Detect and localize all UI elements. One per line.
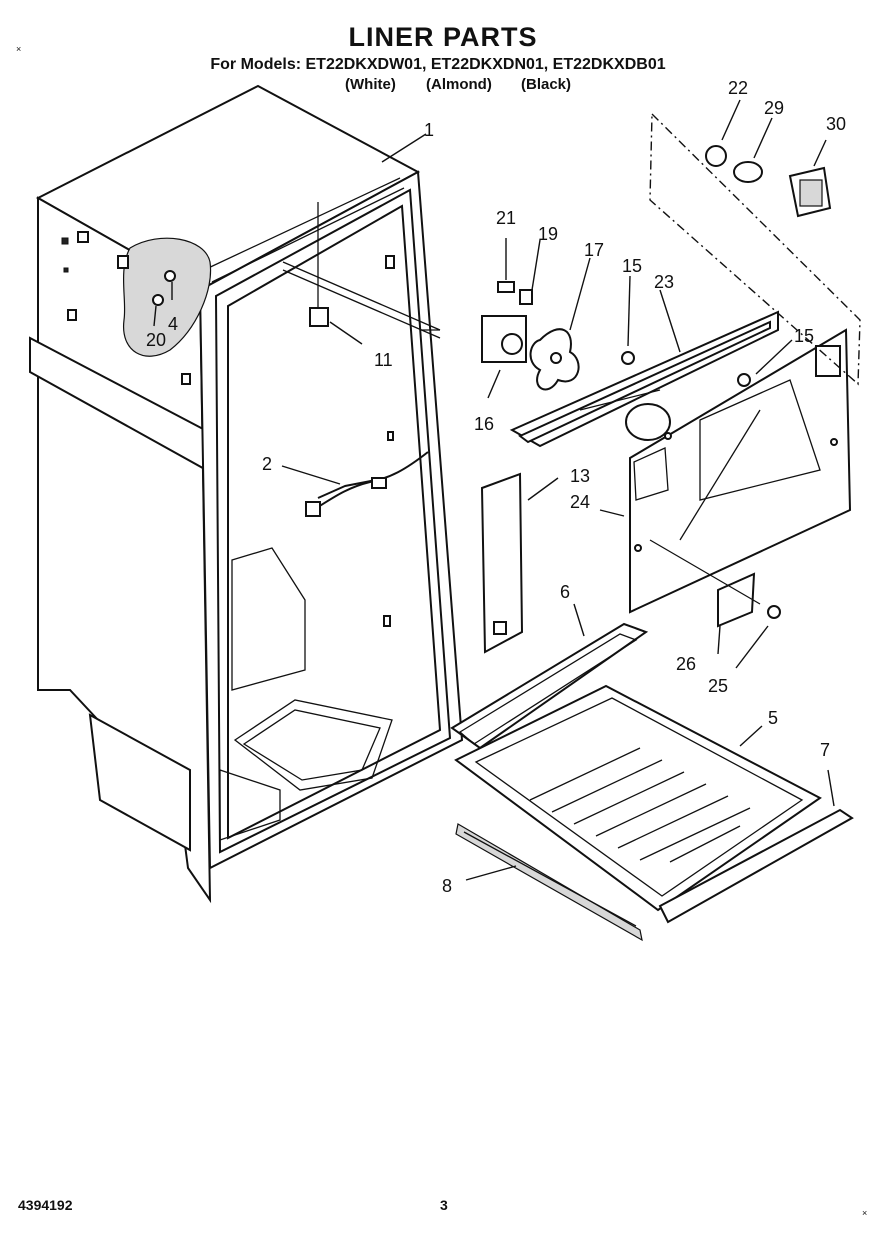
callout-19: 19 [538,224,558,244]
callout-22: 22 [728,78,748,98]
callout-30: 30 [826,114,846,134]
callout-15-top: 15 [622,256,642,276]
document-number: 4394192 [18,1197,73,1213]
callout-1: 1 [424,120,434,140]
part-20-4-small-parts [152,270,176,306]
callout-7: 7 [820,740,830,760]
part-11-clip [309,202,329,327]
callout-25: 25 [708,676,728,696]
part-6-crisper-frame [450,622,649,750]
callout-26: 26 [676,654,696,674]
callout-20: 20 [146,330,166,350]
part-5-crisper-pan [454,684,822,912]
part-13-diffuser [480,472,524,654]
fan-motor-assembly [481,281,580,391]
callout-29: 29 [764,98,784,118]
models-line: For Models: ET22DKXDW01, ET22DKXDN01, ET… [210,56,666,73]
part-2-harness [305,451,429,517]
leader-lines [153,99,835,881]
callout-15-right: 15 [794,326,814,346]
color-black: (Black) [521,76,572,93]
callout-6: 6 [560,582,570,602]
callout-13: 13 [570,466,590,486]
light-assembly [649,112,861,386]
callout-5: 5 [768,708,778,728]
callout-23: 23 [654,272,674,292]
callout-16: 16 [474,414,494,434]
part-7-strip [658,808,854,924]
part-25-26-cover [649,539,781,628]
part-8-rail [455,823,643,942]
cabinet-liner [29,84,464,904]
callout-numbers: 1 2 4 5 6 7 8 11 13 15 15 16 17 19 20 21… [146,78,846,896]
callout-24: 24 [570,492,590,512]
color-almond: (Almond) [426,76,492,93]
callout-4: 4 [168,314,178,334]
page-number: 3 [440,1197,448,1213]
color-white: (White) [345,76,396,93]
callout-11: 11 [374,350,393,370]
callout-17: 17 [584,240,604,260]
corner-mark-bottom-right: × [862,1208,868,1218]
callout-2: 2 [262,454,272,474]
part-15-screws [621,351,751,387]
part-24-rear-panel [629,328,852,614]
callout-8: 8 [442,876,452,896]
part-23-duct [509,310,779,448]
page-title: LINER PARTS [348,22,538,52]
callout-21: 21 [496,208,516,228]
corner-mark-top-left: × [16,44,22,54]
